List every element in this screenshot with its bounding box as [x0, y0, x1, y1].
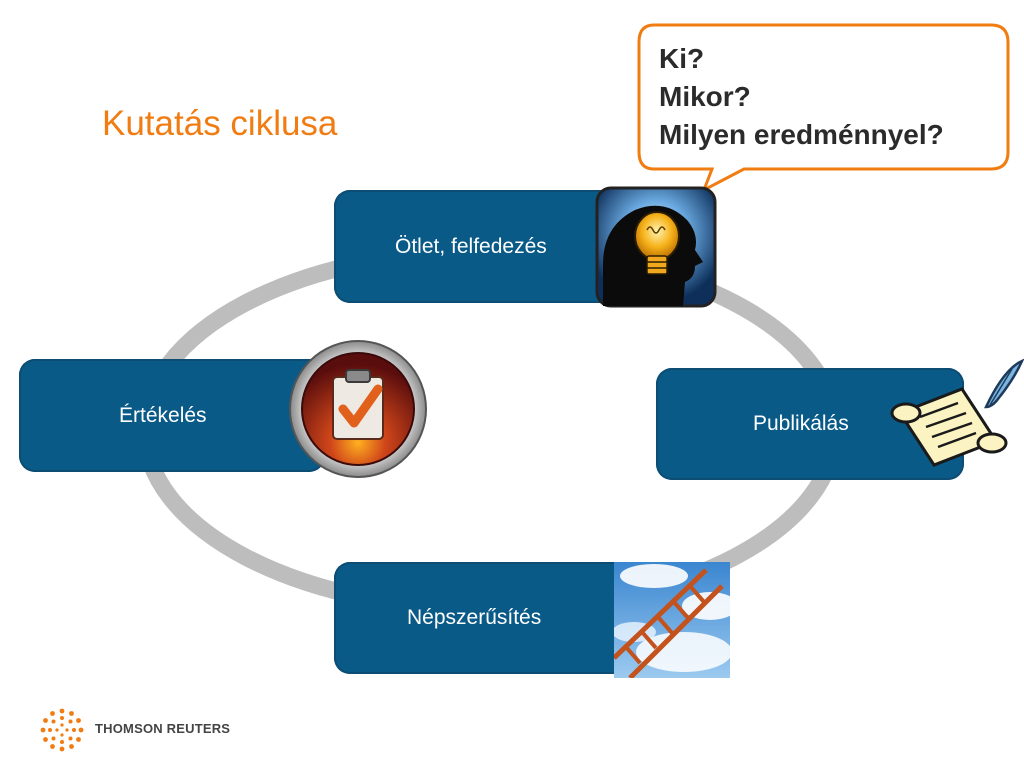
- slide-title: Kutatás ciklusa: [102, 104, 338, 143]
- step-publish-label: Publikálás: [753, 412, 849, 435]
- step-evaluate-box: Értékelés: [19, 359, 325, 472]
- callout-line-who: Ki?: [659, 43, 705, 74]
- scroll-quill-icon: [890, 358, 1024, 467]
- step-popularize-label: Népszerűsítés: [407, 606, 542, 629]
- footer-brand: THOMSON REUTERS: [95, 721, 231, 736]
- thomson-reuters-logo-icon: [40, 708, 84, 752]
- step-idea-box: Ötlet, felfedezés: [334, 190, 634, 303]
- speech-bubble: [637, 23, 1010, 194]
- callout-line-when: Mikor?: [659, 81, 751, 112]
- clipboard-check-icon: [289, 340, 427, 478]
- step-evaluate-label: Értékelés: [119, 403, 207, 427]
- step-popularize-box: Népszerűsítés: [334, 562, 634, 674]
- ladder-sky-icon: [614, 562, 730, 678]
- lightbulb-head-icon: [595, 186, 717, 308]
- step-idea-label: Ötlet, felfedezés: [395, 234, 547, 258]
- callout-line-result: Milyen eredménnyel?: [659, 119, 944, 150]
- callout-text: Ki? Mikor? Milyen eredménnyel?: [659, 40, 944, 154]
